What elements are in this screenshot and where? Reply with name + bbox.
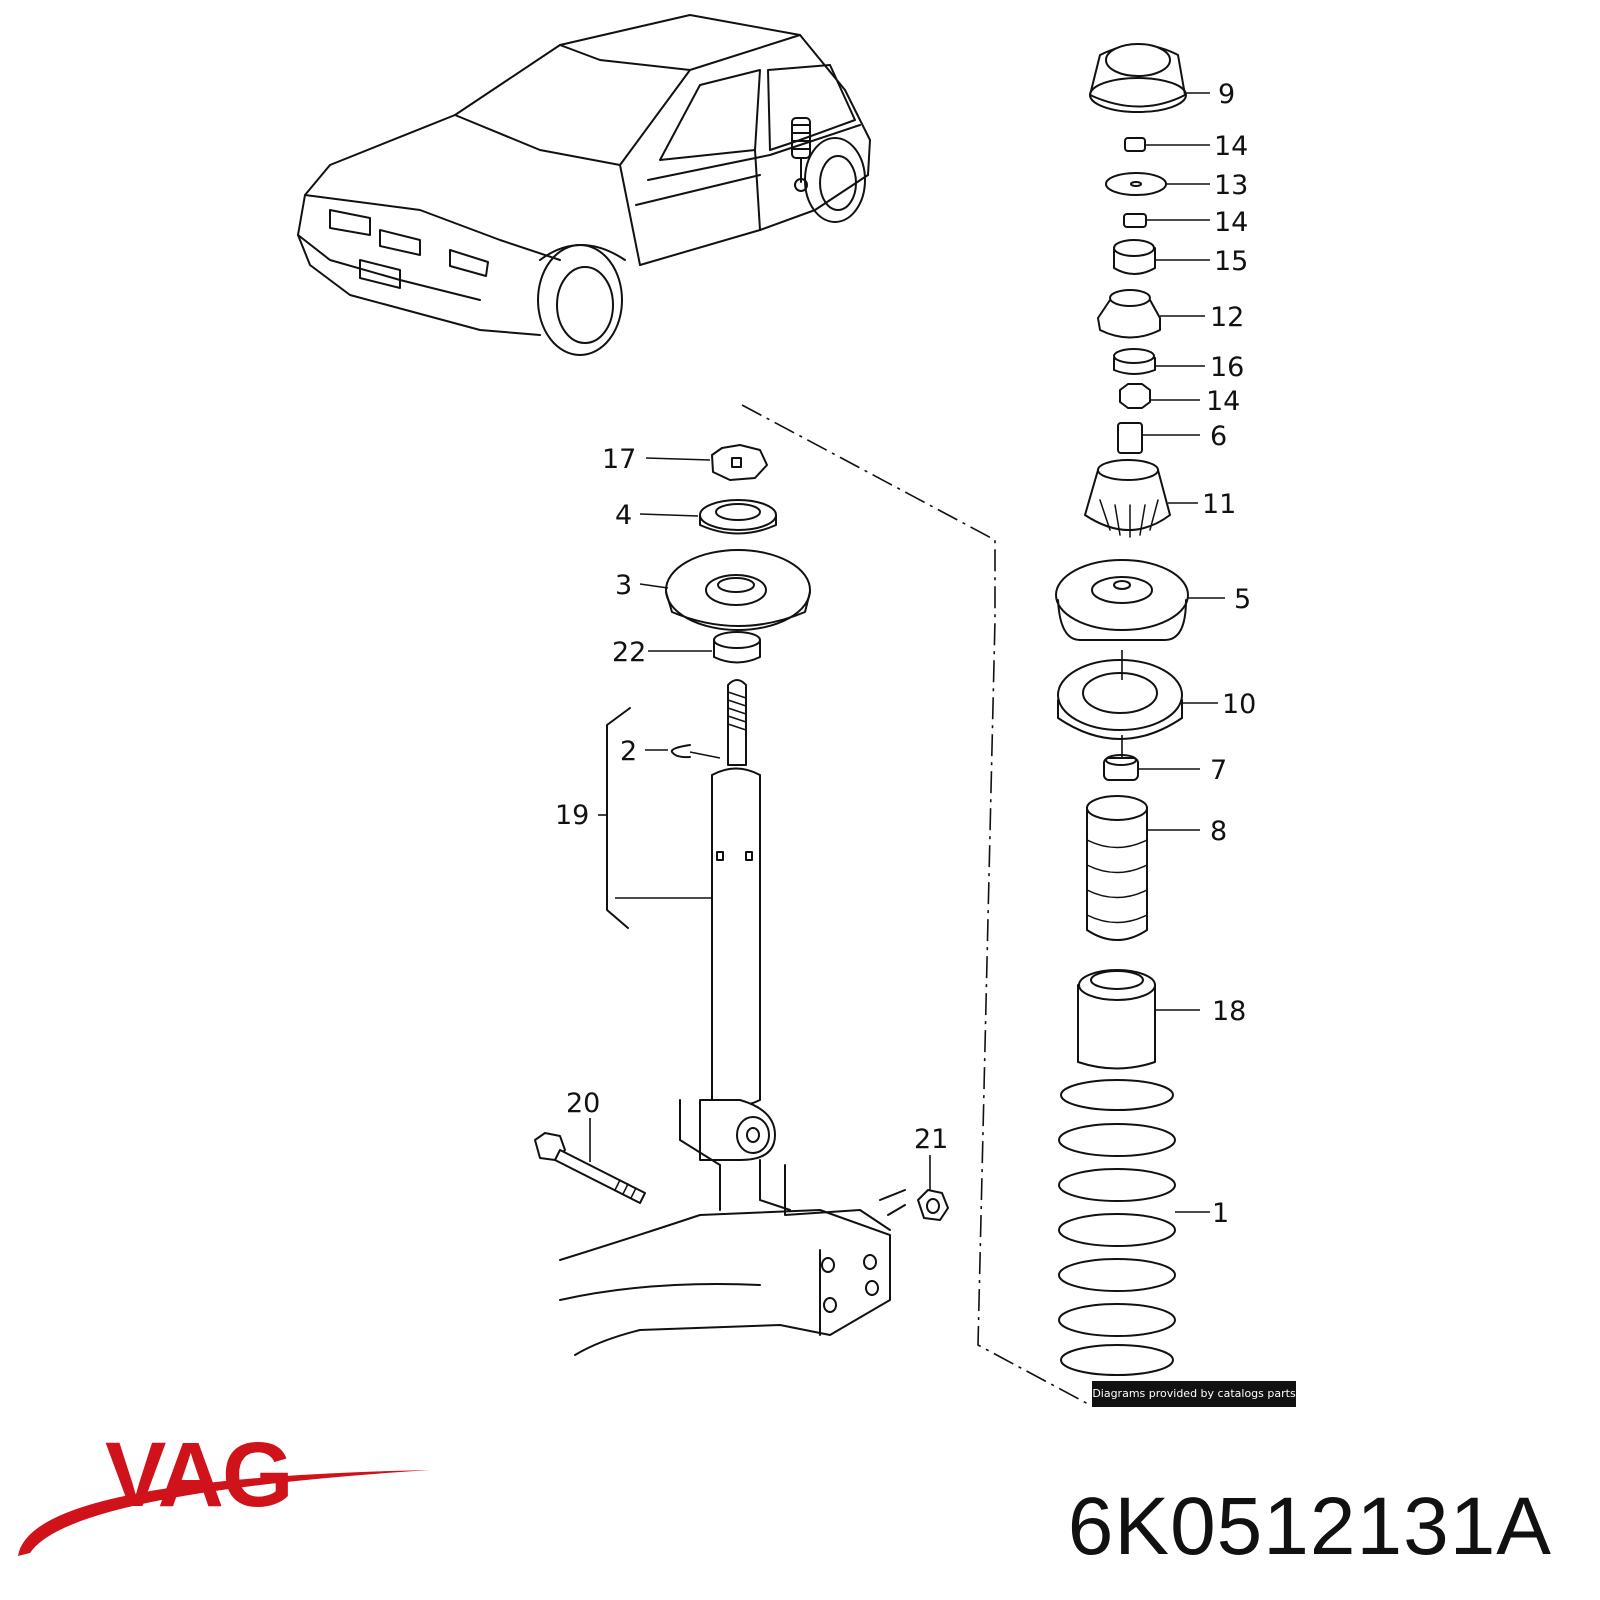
label-4: 4 (615, 500, 632, 531)
label-3: 3 (615, 570, 632, 601)
label-8: 8 (1210, 816, 1227, 847)
label-10: 10 (1222, 689, 1256, 720)
callout-labels: 9 14 13 14 15 12 16 14 6 11 5 10 7 8 18 … (555, 79, 1256, 1229)
label-15: 15 (1214, 246, 1248, 277)
label-9: 9 (1218, 79, 1235, 110)
label-7: 7 (1210, 755, 1227, 786)
label-6: 6 (1210, 421, 1227, 452)
label-1: 1 (1212, 1198, 1229, 1229)
label-5: 5 (1234, 584, 1251, 615)
label-13: 13 (1214, 170, 1248, 201)
leader-lines (589, 92, 1225, 1213)
diagram-credit-badge: Diagrams provided by catalogs parts (1092, 1381, 1296, 1407)
part-number: 6K0512131A (1067, 1481, 1552, 1572)
alignment-line (741, 404, 1091, 1406)
label-17: 17 (602, 444, 636, 475)
label-16: 16 (1210, 352, 1244, 383)
label-21: 21 (914, 1124, 948, 1155)
label-14-top: 14 (1214, 131, 1248, 162)
label-2: 2 (620, 736, 637, 767)
label-14-middle: 14 (1214, 207, 1248, 238)
label-18: 18 (1212, 996, 1246, 1027)
label-20: 20 (566, 1088, 600, 1119)
logo-swoosh (18, 1470, 430, 1556)
vag-logo: VAG (18, 1424, 430, 1556)
car-illustration (297, 14, 871, 356)
label-22: 22 (612, 637, 646, 668)
label-11: 11 (1202, 489, 1236, 520)
label-12: 12 (1210, 302, 1244, 333)
right-parts-stack (1055, 43, 1189, 1376)
label-14-lower: 14 (1206, 386, 1240, 417)
left-parts-stack (534, 444, 949, 1356)
brand-name: VAG (105, 1424, 292, 1526)
label-19: 19 (555, 800, 589, 831)
